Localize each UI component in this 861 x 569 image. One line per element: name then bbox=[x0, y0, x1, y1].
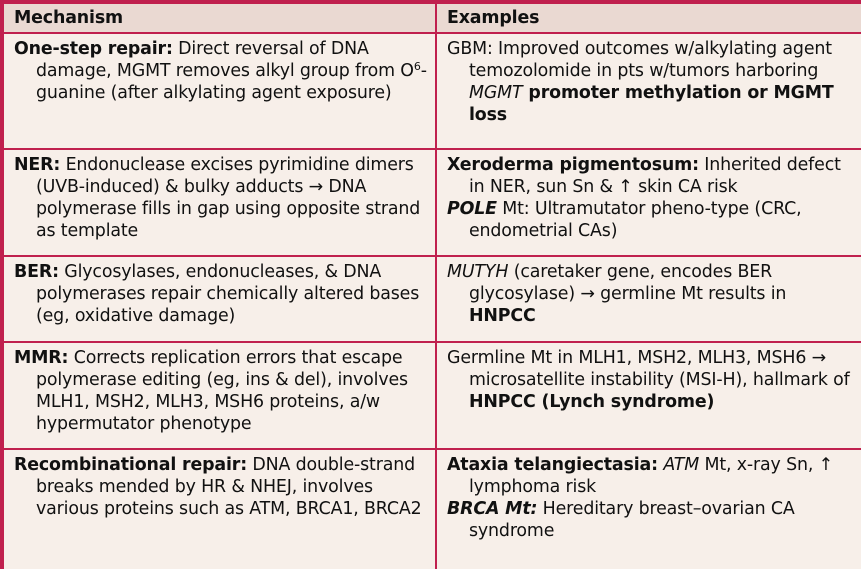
mechanism-cell: One-step repair: Direct reversal of DNA … bbox=[4, 34, 437, 150]
dna-repair-table: Mechanism Examples One-step repair: Dire… bbox=[4, 4, 861, 569]
table-row-mmr: MMR: Corrects replication errors that es… bbox=[4, 343, 861, 450]
example-term: Xeroderma pigmentosum: bbox=[447, 155, 699, 175]
header-mechanism: Mechanism bbox=[4, 4, 437, 34]
examples-cell: Ataxia telangiectasia: ATM Mt, x-ray Sn,… bbox=[437, 450, 861, 569]
mechanism-desc: DNA double-strand breaks mended by HR & … bbox=[36, 455, 422, 519]
mechanism-term: NER: bbox=[14, 155, 61, 175]
example-bold: HNPCC bbox=[469, 306, 536, 326]
mechanism-desc-b: -guanine (after alkylating agent exposur… bbox=[36, 61, 427, 103]
example-term: POLE bbox=[447, 199, 497, 219]
examples-cell: Germline Mt in MLH1, MSH2, MLH3, MSH6 → … bbox=[437, 343, 861, 450]
example-pole: POLE Mt: Ultramutator pheno-type (CRC, e… bbox=[447, 198, 854, 242]
mechanism-cell: Recombinational repair: DNA double-stran… bbox=[4, 450, 437, 569]
header-examples: Examples bbox=[437, 4, 861, 34]
example-text: Mt: Ultramutator pheno-type (CRC, endome… bbox=[469, 199, 802, 241]
table-row-ber: BER: Glycosylases, endonucleases, & DNA … bbox=[4, 257, 861, 343]
mechanism-term: BER: bbox=[14, 262, 59, 282]
example-lynch: Germline Mt in MLH1, MSH2, MLH3, MSH6 → … bbox=[447, 347, 854, 413]
example-bold: HNPCC (Lynch syndrome) bbox=[469, 392, 715, 412]
superscript-6: 6 bbox=[413, 60, 421, 73]
mechanism-desc: Endonuclease excises pyrimidine dimers (… bbox=[36, 155, 421, 241]
example-mutyh: MUTYH (caretaker gene, encodes BER glyco… bbox=[447, 261, 854, 327]
table-row-ner: NER: Endonuclease excises pyrimidine dim… bbox=[4, 150, 861, 257]
mechanism-text: One-step repair: Direct reversal of DNA … bbox=[14, 38, 428, 104]
example-term: BRCA Mt: bbox=[447, 499, 538, 519]
header-row: Mechanism Examples bbox=[4, 4, 861, 34]
example-text: Germline Mt in MLH1, MSH2, MLH3, MSH6 → … bbox=[447, 348, 850, 390]
example-bold-b: MGMT loss bbox=[469, 83, 834, 125]
mechanism-cell: BER: Glycosylases, endonucleases, & DNA … bbox=[4, 257, 437, 343]
example-text: Hereditary breast–ovarian CA syndrome bbox=[469, 499, 795, 541]
mechanism-term: One-step repair: bbox=[14, 39, 173, 59]
example-gbm: GBM: Improved outcomes w/alkylating agen… bbox=[447, 38, 854, 126]
example-ataxia: Ataxia telangiectasia: ATM Mt, x-ray Sn,… bbox=[447, 454, 854, 498]
examples-cell: MUTYH (caretaker gene, encodes BER glyco… bbox=[437, 257, 861, 343]
example-text: (caretaker gene, encodes BER glycosylase… bbox=[469, 262, 787, 304]
mechanism-text: NER: Endonuclease excises pyrimidine dim… bbox=[14, 154, 428, 242]
example-gene-italic: MUTYH bbox=[447, 262, 509, 282]
example-brca: BRCA Mt: Hereditary breast–ovarian CA sy… bbox=[447, 498, 854, 542]
mechanism-desc: Corrects replication errors that escape … bbox=[36, 348, 408, 434]
example-term: Ataxia telangiectasia: bbox=[447, 455, 658, 475]
mechanism-desc-a: Direct reversal of DNA damage, MGMT remo… bbox=[36, 39, 414, 81]
mechanism-term: Recombinational repair: bbox=[14, 455, 248, 475]
example-text: Inherited defect in NER, sun Sn & ↑ skin… bbox=[469, 155, 841, 197]
examples-cell: GBM: Improved outcomes w/alkylating agen… bbox=[437, 34, 861, 150]
example-xeroderma: Xeroderma pigmentosum: Inherited defect … bbox=[447, 154, 854, 198]
mechanism-text: MMR: Corrects replication errors that es… bbox=[14, 347, 428, 435]
table-row-recombinational-repair: Recombinational repair: DNA double-stran… bbox=[4, 450, 861, 569]
mechanism-cell: MMR: Corrects replication errors that es… bbox=[4, 343, 437, 450]
mechanism-term: MMR: bbox=[14, 348, 69, 368]
example-bold-a: promoter methylation bbox=[522, 83, 742, 103]
mechanism-text: BER: Glycosylases, endonucleases, & DNA … bbox=[14, 261, 428, 327]
mechanism-text: Recombinational repair: DNA double-stran… bbox=[14, 454, 428, 520]
example-gene-italic: MGMT bbox=[469, 83, 523, 103]
example-text: GBM: Improved outcomes w/alkylating agen… bbox=[447, 39, 832, 81]
mechanism-desc: Glycosylases, endonucleases, & DNA polym… bbox=[36, 262, 420, 326]
example-text: Mt, x-ray Sn, ↑ lymphoma risk bbox=[469, 455, 834, 497]
example-mid: or bbox=[741, 83, 774, 103]
table-row-one-step-repair: One-step repair: Direct reversal of DNA … bbox=[4, 34, 861, 150]
mechanism-cell: NER: Endonuclease excises pyrimidine dim… bbox=[4, 150, 437, 257]
example-gene-italic: ATM bbox=[657, 455, 700, 475]
examples-cell: Xeroderma pigmentosum: Inherited defect … bbox=[437, 150, 861, 257]
